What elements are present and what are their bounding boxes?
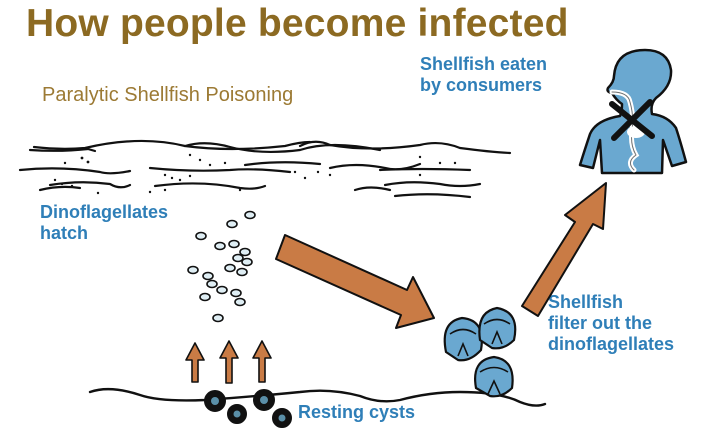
label-shellfish-filter: Shellfish filter out the dinoflagellates [548, 292, 674, 355]
dinoflagellate-cluster [187, 210, 256, 323]
shellfish-icon [443, 306, 517, 398]
label-line: hatch [40, 223, 89, 243]
label-line: filter out the [548, 313, 652, 333]
human-body-icon [578, 48, 688, 175]
sea-surface-waves-icon [18, 139, 512, 199]
label-line: Shellfish [548, 292, 624, 312]
sea-foam-dots [53, 153, 457, 195]
sea-floor-line [88, 387, 547, 407]
resting-cyst-icon [204, 389, 292, 428]
label-line: Dinoflagellates [40, 202, 169, 222]
up-arrows-icon [185, 340, 272, 384]
label-line: Shellfish eaten [420, 54, 548, 74]
arrow-filter-to-eaten [521, 182, 607, 317]
label-dinoflagellates-hatch: Dinoflagellates hatch [40, 202, 168, 244]
arrow-hatch-to-filter [275, 234, 435, 329]
label-resting-cysts: Resting cysts [298, 402, 416, 422]
label-line: dinoflagellates [548, 334, 675, 354]
diagram-title: How people become infected [26, 2, 569, 45]
x-mark-icon [609, 99, 655, 141]
label-shellfish-eaten: Shellfish eaten by consumers [420, 54, 547, 96]
label-line: by consumers [420, 75, 543, 95]
diagram-subtitle: Paralytic Shellfish Poisoning [42, 84, 294, 106]
